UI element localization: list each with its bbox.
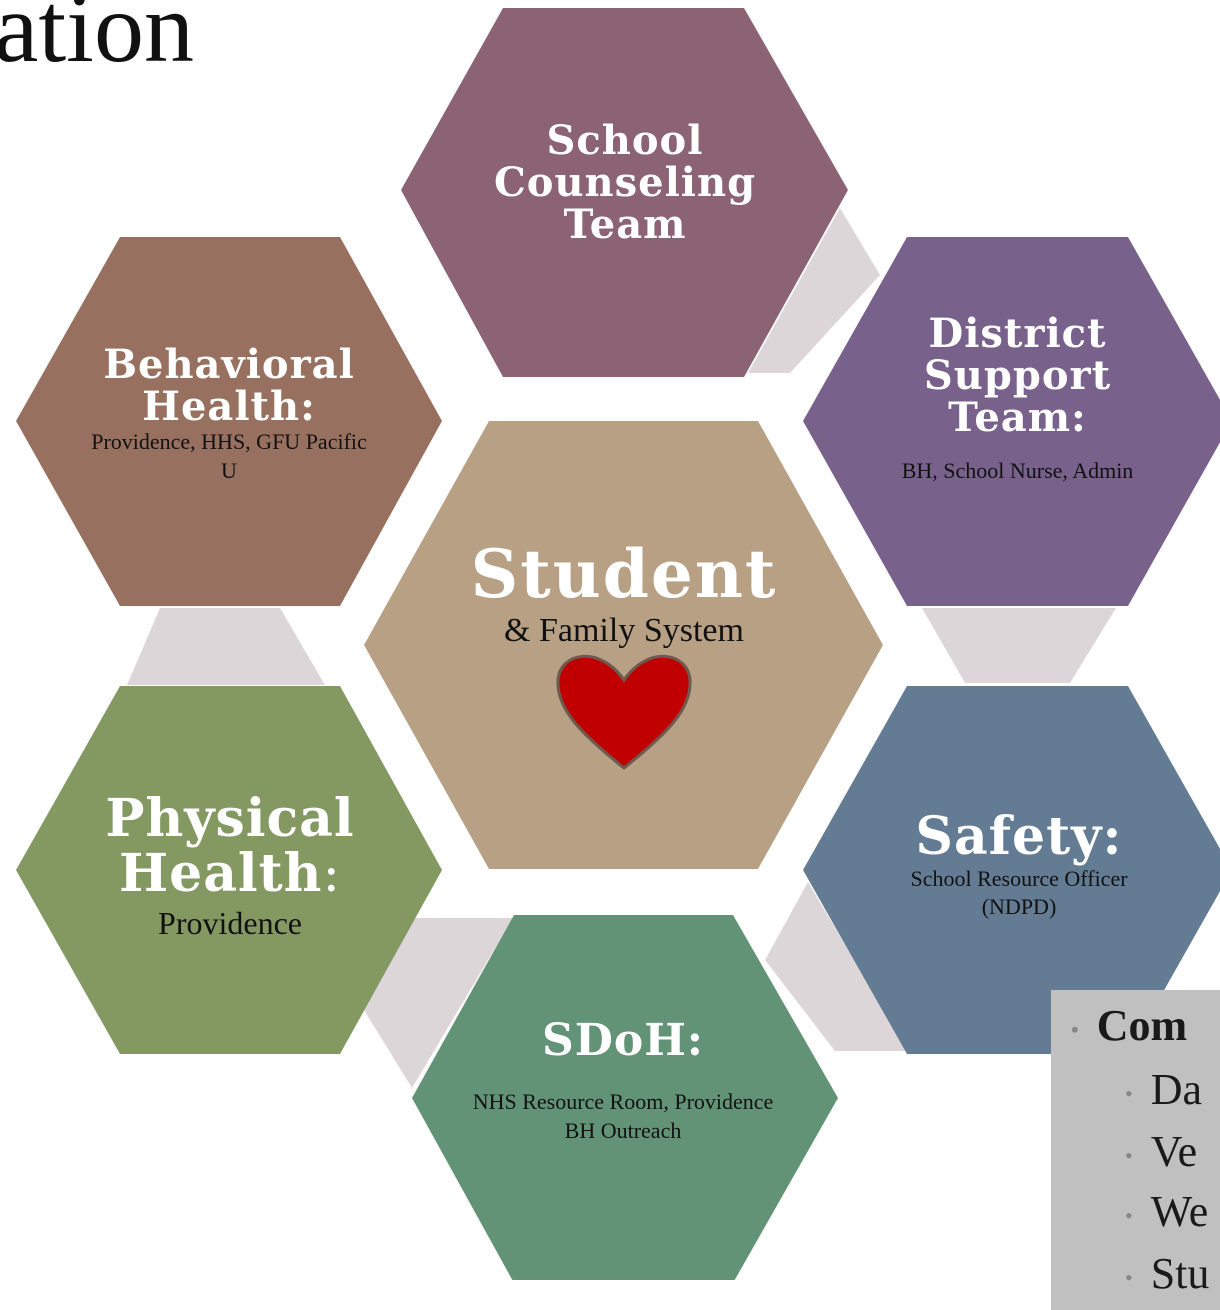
node-student-family: Student & Family System bbox=[440, 535, 808, 653]
node-title: Student bbox=[470, 535, 778, 613]
slide-title-fragment: ation bbox=[0, 0, 194, 83]
node-subtitle: School Resource Officer (NDPD) bbox=[910, 865, 1128, 920]
communication-item: •Da bbox=[1125, 1065, 1203, 1114]
node-behavioral-health: Behavioral Health: Providence, HHS, GFU … bbox=[90, 344, 368, 485]
node-title: Behavioral Health: bbox=[103, 341, 355, 430]
hex-sdoh bbox=[412, 915, 838, 1280]
node-safety: Safety: School Resource Officer (NDPD) bbox=[888, 806, 1150, 922]
node-school-counseling: School Counseling Team bbox=[470, 120, 780, 246]
heart-icon bbox=[556, 654, 692, 770]
node-subtitle: & Family System bbox=[504, 612, 744, 650]
connector-district-safety bbox=[922, 608, 1116, 683]
node-subtitle: NHS Resource Room, Providence BH Outreac… bbox=[472, 1089, 774, 1143]
connector-sdoh-safety bbox=[765, 882, 908, 1051]
bullet-icon: • bbox=[1125, 1202, 1133, 1228]
node-title: District Support Team: bbox=[923, 310, 1112, 441]
node-subtitle: Providence bbox=[158, 905, 302, 942]
hex-student-family bbox=[364, 421, 883, 869]
hex-district-support bbox=[803, 237, 1220, 606]
hex-behavioral-health bbox=[16, 237, 442, 606]
node-title: SDoH: bbox=[541, 1015, 705, 1066]
hexagon-diagram bbox=[16, 8, 1220, 1280]
node-title: Physical Health bbox=[105, 788, 355, 904]
node-title: School Counseling Team bbox=[493, 117, 757, 248]
hex-safety bbox=[803, 686, 1220, 1054]
connector-behavioral-physical bbox=[127, 608, 325, 685]
connector-counsel-district bbox=[748, 208, 880, 373]
communication-item: •Stu bbox=[1125, 1249, 1210, 1298]
node-sdoh: SDoH: NHS Resource Room, Providence BH O… bbox=[470, 1015, 776, 1145]
communication-header: •Com bbox=[1071, 1001, 1188, 1050]
hex-physical-health bbox=[16, 686, 442, 1054]
hex-school-counseling bbox=[401, 8, 848, 377]
node-subtitle: BH, School Nurse, Admin bbox=[901, 458, 1134, 483]
node-subtitle: Providence, HHS, GFU Pacific U bbox=[91, 429, 367, 483]
communication-item: •We bbox=[1125, 1187, 1209, 1236]
bullet-icon: • bbox=[1125, 1080, 1133, 1106]
node-title: Safety: bbox=[915, 806, 1123, 867]
node-district-support: District Support Team: BH, School Nurse,… bbox=[880, 313, 1155, 486]
node-physical-health: Physical Health: Providence bbox=[80, 791, 380, 945]
node-title-colon: : bbox=[322, 843, 342, 904]
bullet-icon: • bbox=[1125, 1142, 1133, 1168]
bullet-icon: • bbox=[1125, 1264, 1133, 1290]
bullet-icon: • bbox=[1071, 1016, 1079, 1042]
connector-physical-sdoh bbox=[364, 918, 513, 1088]
communication-item: •Ve bbox=[1125, 1127, 1198, 1176]
communication-panel: •Com •Da •Ve •We •Stu bbox=[1051, 990, 1220, 1310]
